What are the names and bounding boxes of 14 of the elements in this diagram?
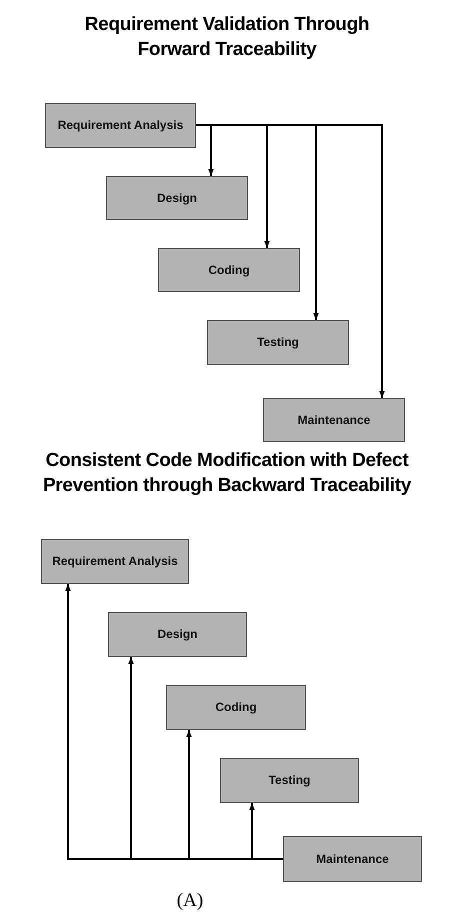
process-box: Testing <box>207 320 349 365</box>
process-box: Design <box>108 612 247 657</box>
process-box: Maintenance <box>283 836 422 882</box>
diagram-title: Requirement Validation Through Forward Traceability <box>84 13 370 62</box>
process-box: Maintenance <box>263 398 405 442</box>
process-box: Design <box>106 176 248 220</box>
process-box: Testing <box>220 758 359 803</box>
process-box: Coding <box>166 685 306 730</box>
process-box: Requirement Analysis <box>45 103 196 148</box>
figure-caption: (A) <box>176 890 204 912</box>
process-box: Requirement Analysis <box>41 539 189 584</box>
section-heading: Consistent Code Modification with Defect Prevention through Backward Traceability <box>42 449 412 498</box>
arrow <box>249 803 283 860</box>
process-box: Coding <box>158 248 300 292</box>
